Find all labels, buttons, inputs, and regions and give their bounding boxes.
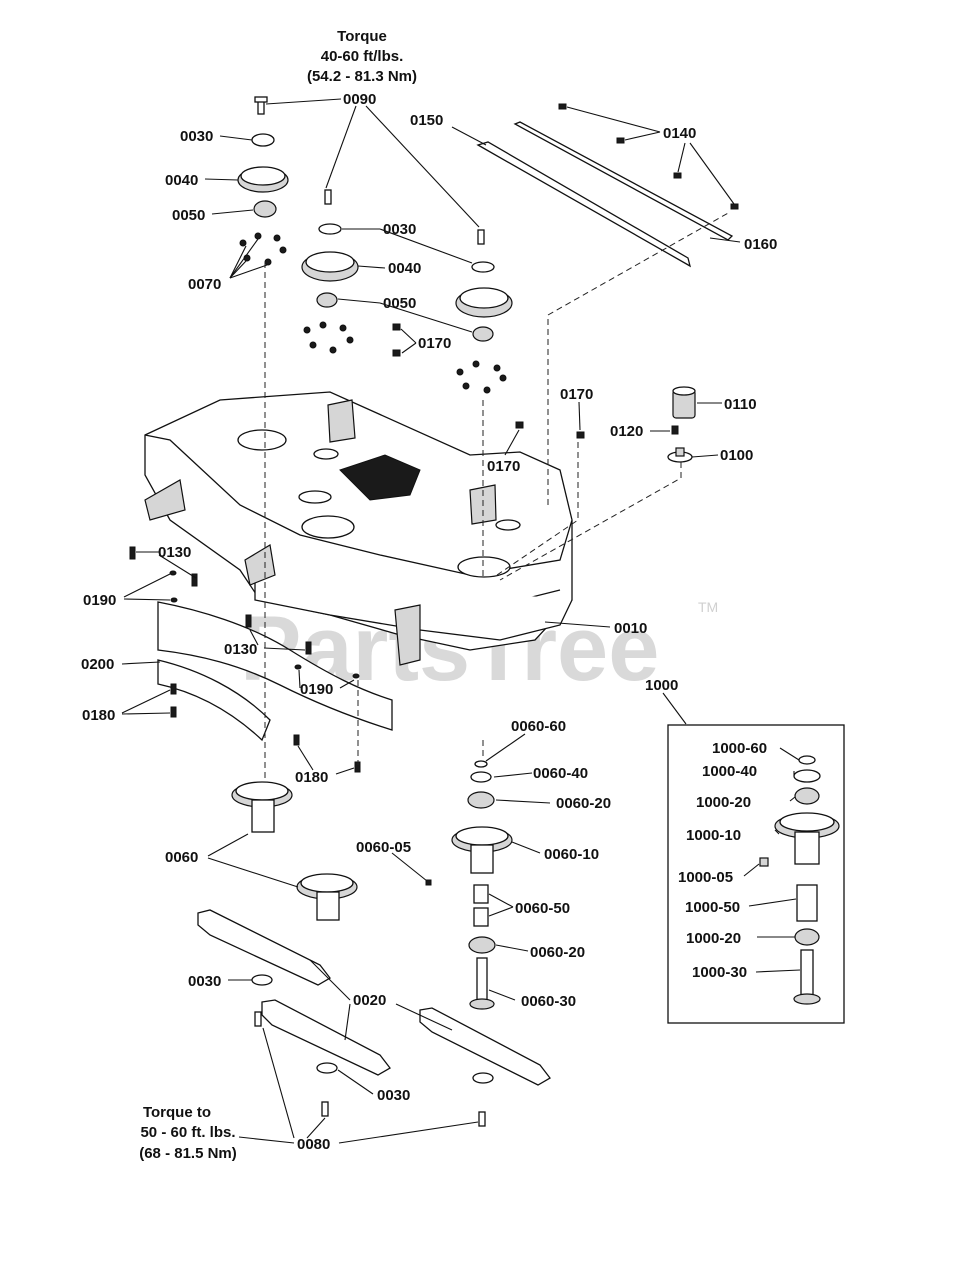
label-0060-10: 0060-10 bbox=[544, 846, 599, 863]
label-0130-top: 0130 bbox=[158, 544, 191, 561]
top-torque-line2: 40-60 ft/lbs. bbox=[321, 48, 404, 65]
nuts-0170 bbox=[392, 323, 585, 439]
top-torque-line3: (54.2 - 81.3 Nm) bbox=[307, 68, 417, 85]
label-0110: 0110 bbox=[724, 396, 757, 413]
label-0160: 0160 bbox=[744, 236, 777, 253]
label-0130-lower: 0130 bbox=[224, 641, 257, 658]
label-0060-20-top: 0060-20 bbox=[556, 795, 611, 812]
label-0030-center: 0030 bbox=[383, 221, 416, 238]
label-0180-left: 0180 bbox=[82, 707, 115, 724]
pins-0140 bbox=[558, 103, 739, 210]
left-pulley-stack bbox=[237, 96, 289, 218]
label-1000-05: 1000-05 bbox=[678, 869, 733, 886]
spindle-right-exploded bbox=[425, 760, 513, 1010]
label-1000-20-top: 1000-20 bbox=[696, 794, 751, 811]
label-0100: 0100 bbox=[720, 447, 753, 464]
label-0190-lower: 0190 bbox=[300, 681, 333, 698]
label-0030-blade-left: 0030 bbox=[188, 973, 221, 990]
belt-guide-0150 bbox=[476, 141, 691, 268]
deck-housing bbox=[144, 391, 573, 666]
left-bolts-0070 bbox=[239, 232, 287, 266]
rod-0160 bbox=[513, 121, 734, 241]
label-0140: 0140 bbox=[663, 125, 696, 142]
label-0060: 0060 bbox=[165, 849, 198, 866]
bottom-torque-line1: Torque to bbox=[143, 1104, 211, 1121]
top-torque-line1: Torque bbox=[337, 28, 387, 45]
watermark-tm: TM bbox=[698, 599, 718, 615]
label-1000-60: 1000-60 bbox=[712, 740, 767, 757]
label-0050-left: 0050 bbox=[172, 207, 205, 224]
label-0060-60: 0060-60 bbox=[511, 718, 566, 735]
label-0070: 0070 bbox=[188, 276, 221, 293]
label-0050-center: 0050 bbox=[383, 295, 416, 312]
right-pulley-stack bbox=[455, 229, 513, 342]
label-1000-10: 1000-10 bbox=[686, 827, 741, 844]
assembly-lines bbox=[264, 211, 731, 780]
callout-labels: 0090 0030 0040 0050 0070 0030 0040 0050 … bbox=[81, 91, 777, 1153]
label-1000-50: 1000-50 bbox=[685, 899, 740, 916]
label-0080: 0080 bbox=[297, 1136, 330, 1153]
center-bolts bbox=[303, 321, 354, 354]
label-0170-deck: 0170 bbox=[487, 458, 520, 475]
label-0060-20-lower: 0060-20 bbox=[530, 944, 585, 961]
label-0170-right: 0170 bbox=[560, 386, 593, 403]
right-bolts bbox=[456, 360, 507, 394]
label-0030-top: 0030 bbox=[180, 128, 213, 145]
label-0120: 0120 bbox=[610, 423, 643, 440]
label-0040-center: 0040 bbox=[388, 260, 421, 277]
leader-lines bbox=[121, 98, 801, 1144]
blades-0020 bbox=[197, 909, 551, 1127]
center-pulley-stack bbox=[301, 189, 359, 308]
label-1000-40: 1000-40 bbox=[702, 763, 757, 780]
bottom-torque-line3: (68 - 81.5 Nm) bbox=[139, 1145, 237, 1162]
spindle-center bbox=[296, 873, 358, 921]
label-0060-50: 0060-50 bbox=[515, 900, 570, 917]
label-0190-left: 0190 bbox=[83, 592, 116, 609]
baffle-0200 bbox=[129, 546, 393, 773]
label-0060-40: 0060-40 bbox=[533, 765, 588, 782]
label-0200: 0200 bbox=[81, 656, 114, 673]
label-0060-05: 0060-05 bbox=[356, 839, 411, 856]
label-1000-20-lower: 1000-20 bbox=[686, 930, 741, 947]
label-1000-30: 1000-30 bbox=[692, 964, 747, 981]
spindle-left bbox=[231, 781, 293, 833]
spindle-kit-1000-box bbox=[667, 724, 845, 1024]
label-0170-center: 0170 bbox=[418, 335, 451, 352]
label-0150: 0150 bbox=[410, 112, 443, 129]
label-0180-lower: 0180 bbox=[295, 769, 328, 786]
bottom-torque-line2: 50 - 60 ft. lbs. bbox=[140, 1124, 235, 1141]
label-0090: 0090 bbox=[343, 91, 376, 108]
label-0010: 0010 bbox=[614, 620, 647, 637]
height-adjuster bbox=[667, 386, 696, 463]
label-0030-blade-lower: 0030 bbox=[377, 1087, 410, 1104]
label-0040-left: 0040 bbox=[165, 172, 198, 189]
label-1000: 1000 bbox=[645, 677, 678, 694]
label-0020: 0020 bbox=[353, 992, 386, 1009]
label-0060-30: 0060-30 bbox=[521, 993, 576, 1010]
